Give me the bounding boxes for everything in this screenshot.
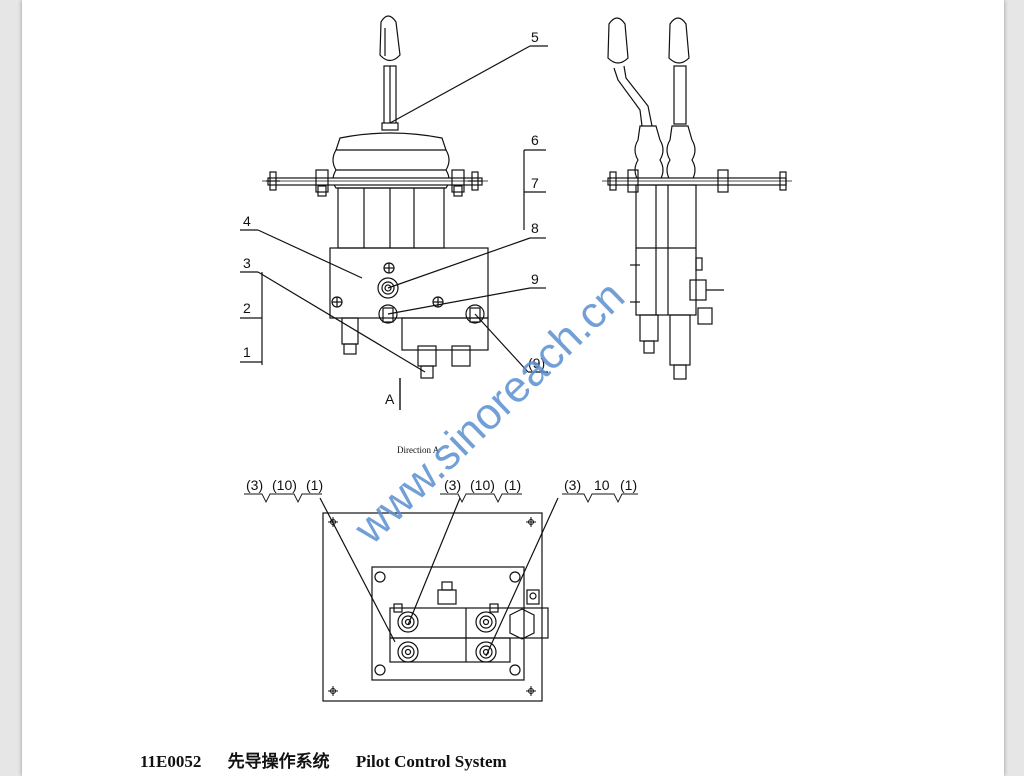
callout-1: 1 <box>243 344 251 360</box>
callout-group1-a: (3) <box>246 477 263 493</box>
callout-group3-a: (3) <box>564 477 581 493</box>
plate-bolts <box>266 169 482 197</box>
drawing-caption: 11E0052 先导操作系统 Pilot Control System <box>140 747 529 772</box>
bottom-callouts: (3) (10) (1) (3) (10) (1) (3) 10 (1) <box>246 477 637 493</box>
callout-group3-b: 10 <box>594 477 610 493</box>
callout-group1-c: (1) <box>306 477 323 493</box>
bottom-fittings <box>341 317 471 379</box>
callout-2: 2 <box>243 300 251 316</box>
callout-group1-b: (10) <box>272 477 297 493</box>
drawing-title-en: Pilot Control System <box>355 752 507 771</box>
view-label-a: A <box>385 391 395 407</box>
direction-a-view <box>244 493 638 702</box>
callout-7: 7 <box>531 175 539 191</box>
callout-5: 5 <box>531 29 539 45</box>
viewer-margin-right <box>1004 0 1024 776</box>
viewer-margin-left <box>0 0 22 776</box>
direction-label: Direction A <box>397 445 440 455</box>
callout-9: 9 <box>531 271 539 287</box>
callout-8: 8 <box>531 220 539 236</box>
callout-group2-c: (1) <box>504 477 521 493</box>
watermark: www.sinoreach.cn <box>344 272 634 554</box>
callout-3: 3 <box>243 255 251 271</box>
drawing-title-cn: 先导操作系统 <box>227 752 330 771</box>
ports <box>331 262 485 324</box>
document-page <box>22 0 1004 776</box>
callout-9-ref: (9) <box>528 355 545 371</box>
callout-4: 4 <box>243 213 251 229</box>
callout-group2-b: (10) <box>470 477 495 493</box>
callout-group2-a: (3) <box>444 477 461 493</box>
side-view <box>602 17 792 380</box>
front-view: A 5 6 7 8 9 (9) 4 3 2 1 <box>240 15 548 410</box>
drawing-code: 11E0052 <box>140 752 202 771</box>
callout-group3-c: (1) <box>620 477 637 493</box>
callout-6: 6 <box>531 132 539 148</box>
